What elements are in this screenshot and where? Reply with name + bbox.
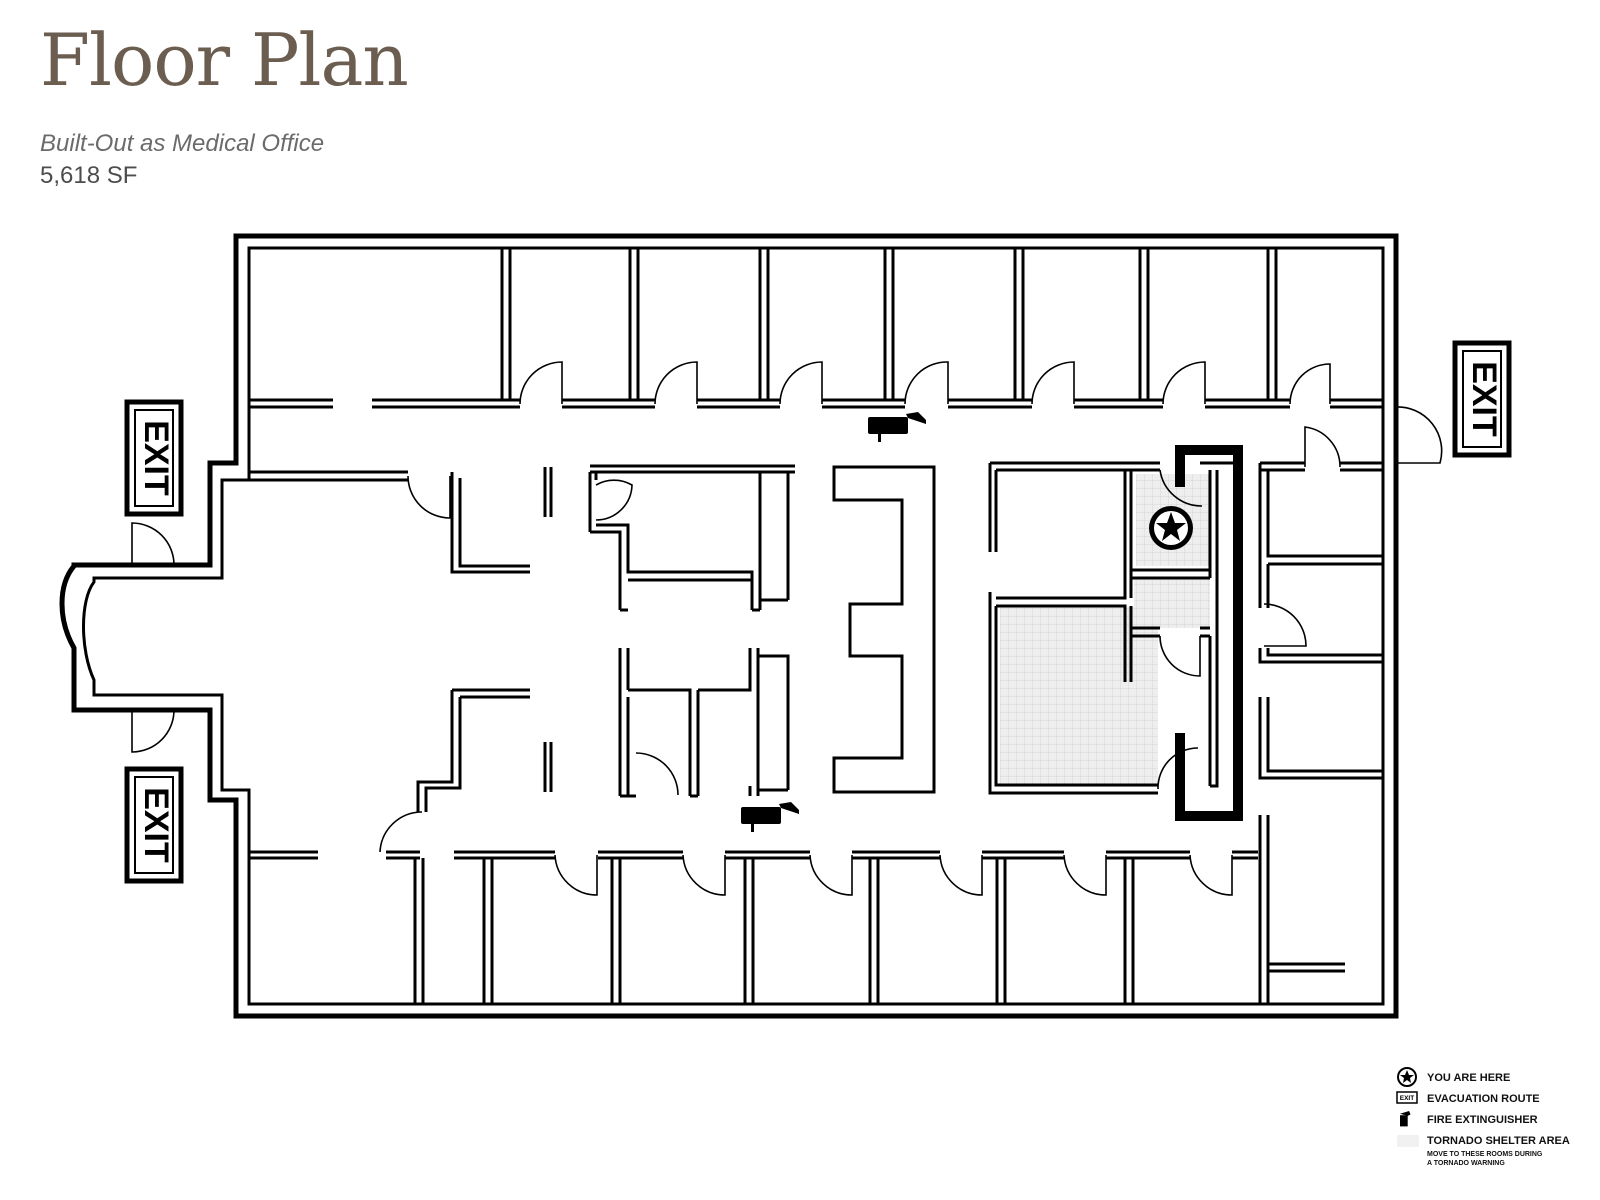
legend-star-icon xyxy=(1397,1067,1417,1087)
fire-extinguisher-icon xyxy=(868,412,926,442)
legend-icons: EXIT xyxy=(1396,1067,1419,1147)
legend-item-you-are-here: YOU ARE HERE xyxy=(1427,1070,1597,1091)
you-are-here-marker xyxy=(1149,506,1193,550)
exit-sign-right: EXIT xyxy=(1452,340,1512,458)
door-swings xyxy=(131,361,1443,896)
exit-sign-label: EXIT xyxy=(1465,361,1503,437)
legend-extinguisher-icon xyxy=(1400,1111,1411,1127)
legend-tornado-note-line1: MOVE TO THESE ROOMS DURING xyxy=(1427,1151,1543,1158)
exit-sign-left-upper: EXIT xyxy=(124,399,184,517)
legend-tornado-note-line2: A TORNADO WARNING xyxy=(1427,1160,1505,1167)
legend-evacuation-route-label: EVACUATION ROUTE xyxy=(1427,1093,1540,1105)
legend-exit-icon: EXIT xyxy=(1396,1091,1418,1104)
exit-sign-label: EXIT xyxy=(137,420,175,496)
legend-item-fire-extinguisher: FIRE EXTINGUISHER xyxy=(1427,1112,1597,1133)
tornado-shelter-room-large xyxy=(1000,607,1158,787)
star-icon xyxy=(1156,512,1186,541)
exit-sign-left-lower: EXIT xyxy=(124,766,184,884)
legend-item-tornado-shelter: TORNADO SHELTER AREA xyxy=(1427,1133,1597,1154)
legend-item-evacuation-route: EVACUATION ROUTE xyxy=(1427,1091,1597,1112)
legend-exit-icon-label: EXIT xyxy=(1400,1095,1414,1102)
tornado-shelter-restroom xyxy=(1134,578,1210,628)
legend: YOU ARE HERE EVACUATION ROUTE FIRE EXTIN… xyxy=(1427,1070,1597,1168)
legend-you-are-here-label: YOU ARE HERE xyxy=(1427,1072,1511,1084)
legend-tornado-shelter-label: TORNADO SHELTER AREA xyxy=(1427,1135,1570,1147)
page-subtitle: Built-Out as Medical Office xyxy=(40,130,325,157)
legend-fire-extinguisher-label: FIRE EXTINGUISHER xyxy=(1427,1114,1538,1126)
legend-tornado-note: MOVE TO THESE ROOMS DURING A TORNADO WAR… xyxy=(1427,1150,1597,1168)
exterior-walls xyxy=(59,233,1399,1019)
legend-shelter-swatch xyxy=(1397,1135,1419,1147)
exit-sign-label: EXIT xyxy=(137,787,175,863)
stairwell-wall xyxy=(1175,445,1243,821)
fire-extinguisher-icon xyxy=(741,802,799,832)
square-footage: 5,618 SF xyxy=(40,162,138,189)
page-title: Floor Plan xyxy=(40,18,409,102)
